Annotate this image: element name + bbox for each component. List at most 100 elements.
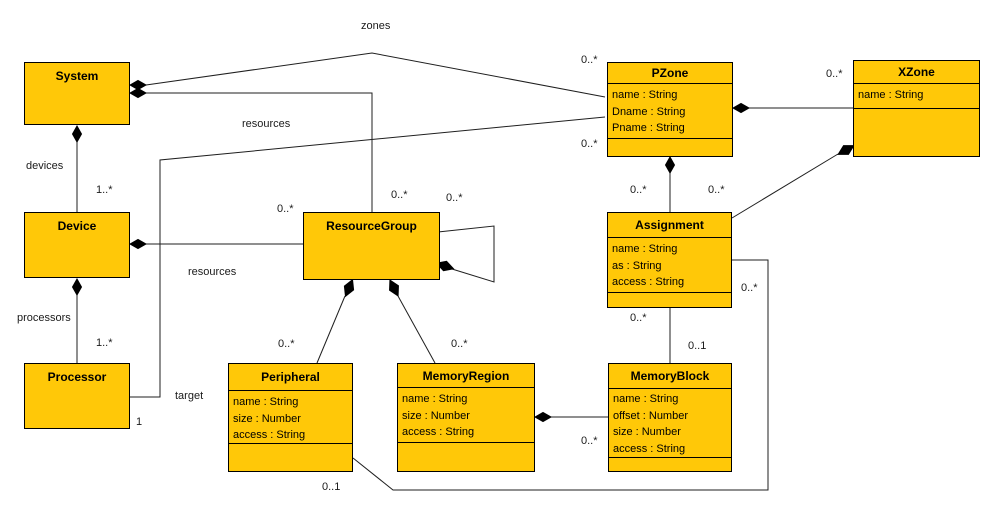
methods-compartment (608, 293, 731, 307)
edge-device-processor-processors (71, 277, 83, 363)
edge-pzone-processor-target (130, 116, 606, 398)
attribute: size : Number (233, 412, 301, 425)
class-title: Device (57, 219, 97, 233)
multiplicity-pzone-target-end: 0..* (581, 138, 598, 150)
methods-compartment (398, 443, 534, 471)
multiplicity-memoryblock-assignment-end: 0..1 (688, 340, 707, 352)
class-system[interactable]: System (24, 62, 130, 125)
class-memory-region[interactable]: MemoryRegion name : String size : Number… (397, 363, 535, 472)
edge-resourcegroup-peripheral (316, 278, 355, 364)
attribute: Dname : String (612, 105, 686, 118)
edge-xzone-assignment (731, 145, 855, 219)
multiplicity-assignment-peripheral-end: 0..* (741, 282, 758, 294)
multiplicity-peripheral-assignment-end: 0..1 (322, 481, 341, 493)
multiplicity-rg-self: 0..* (446, 192, 463, 204)
attribute: access : String (613, 442, 686, 455)
multiplicity-memoryblock-region-end: 0..* (581, 435, 598, 447)
role-label-resources-left: resources (188, 266, 237, 278)
attribute: offset : Number (613, 409, 688, 422)
class-memory-block[interactable]: MemoryBlock name : String offset : Numbe… (608, 363, 732, 472)
multiplicity-assignment-pzone-end: 0..* (630, 184, 647, 196)
multiplicity-rg-device-end: 0..* (277, 203, 294, 215)
multiplicity-target-processor: 1 (136, 416, 143, 428)
aggregation-diamond-icon (389, 279, 399, 297)
attributes-compartment: name : String (854, 84, 979, 109)
methods-compartment (229, 444, 352, 471)
class-pzone[interactable]: PZone name : String Dname : String Pname… (607, 62, 733, 157)
multiplicity-memory-region: 0..* (451, 338, 468, 350)
multiplicity-xzone: 0..* (826, 68, 843, 80)
aggregation-diamond-icon (128, 87, 148, 99)
class-assignment[interactable]: Assignment name : String as : String acc… (607, 212, 732, 308)
edge-assignment-peripheral (352, 259, 769, 491)
class-peripheral[interactable]: Peripheral name : String size : Number a… (228, 363, 353, 472)
edge-device-resourcegroup-resources (128, 238, 303, 250)
class-title: Peripheral (229, 364, 352, 391)
class-title: Assignment (608, 213, 731, 238)
class-title: PZone (608, 63, 732, 84)
class-title: ResourceGroup (326, 219, 417, 233)
methods-compartment (609, 458, 731, 471)
class-title: Processor (47, 370, 107, 384)
attribute: name : String (612, 89, 678, 101)
attribute: as : String (612, 259, 662, 272)
class-resource-group[interactable]: ResourceGroup (303, 212, 440, 280)
methods-compartment (854, 109, 979, 156)
aggregation-diamond-icon (71, 277, 83, 297)
multiplicity-assignment-memoryblock-end: 0..* (630, 312, 647, 324)
role-label-resources-top: resources (242, 118, 291, 130)
multiplicity-processor: 1..* (96, 337, 113, 349)
attribute: name : String (613, 393, 679, 405)
methods-compartment (608, 139, 732, 156)
attribute: Pname : String (612, 122, 685, 134)
class-title: System (55, 69, 99, 83)
attribute: size : Number (402, 409, 470, 422)
aggregation-diamond-icon (837, 145, 855, 155)
attribute: access : String (402, 426, 475, 438)
edge-resourcegroup-memoryregion (389, 279, 436, 364)
attributes-compartment: name : String size : Number access : Str… (398, 388, 534, 443)
attribute: name : String (858, 89, 924, 101)
role-label-processors: processors (17, 312, 71, 324)
attribute: name : String (612, 243, 678, 255)
aggregation-diamond-icon (435, 260, 455, 272)
aggregation-diamond-icon (343, 278, 355, 298)
edge-memoryregion-memoryblock (533, 411, 608, 423)
class-title: MemoryRegion (398, 364, 534, 388)
aggregation-diamond-icon (71, 124, 83, 144)
edge-system-device-devices (71, 124, 83, 212)
edge-pzone-xzone (731, 102, 853, 114)
aggregation-diamond-icon (731, 102, 751, 114)
role-label-devices: devices (26, 160, 64, 172)
class-title: XZone (854, 61, 979, 84)
aggregation-diamond-icon (128, 238, 148, 250)
role-label-zones: zones (361, 20, 391, 32)
class-xzone[interactable]: XZone name : String (853, 60, 980, 157)
aggregation-diamond-icon (533, 411, 553, 423)
multiplicity-rg-system-end: 0..* (391, 189, 408, 201)
class-device[interactable]: Device (24, 212, 130, 278)
aggregation-diamond-icon (128, 79, 148, 91)
class-processor[interactable]: Processor (24, 363, 130, 429)
attributes-compartment: name : String as : String access : Strin… (608, 238, 731, 293)
edge-resourcegroup-self (435, 225, 495, 283)
edge-system-resourcegroup-resources (128, 87, 373, 212)
attributes-compartment: name : String offset : Number size : Num… (609, 389, 731, 458)
class-title: MemoryBlock (609, 364, 731, 389)
attribute: name : String (233, 396, 299, 408)
role-label-target: target (175, 390, 204, 402)
multiplicity-device: 1..* (96, 184, 113, 196)
attributes-compartment: name : String Dname : String Pname : Str… (608, 84, 732, 139)
aggregation-diamond-icon (664, 155, 676, 175)
attribute: name : String (402, 393, 468, 405)
multiplicity-peripheral: 0..* (278, 338, 295, 350)
multiplicity-assignment-xzone-end: 0..* (708, 184, 725, 196)
edge-system-pzone-zones (128, 52, 606, 98)
attributes-compartment: name : String size : Number access : Str… (229, 391, 352, 444)
attribute: access : String (612, 276, 685, 288)
multiplicity-pzone-zones-end: 0..* (581, 54, 598, 66)
edge-pzone-assignment (664, 155, 676, 212)
attribute: access : String (233, 429, 306, 441)
